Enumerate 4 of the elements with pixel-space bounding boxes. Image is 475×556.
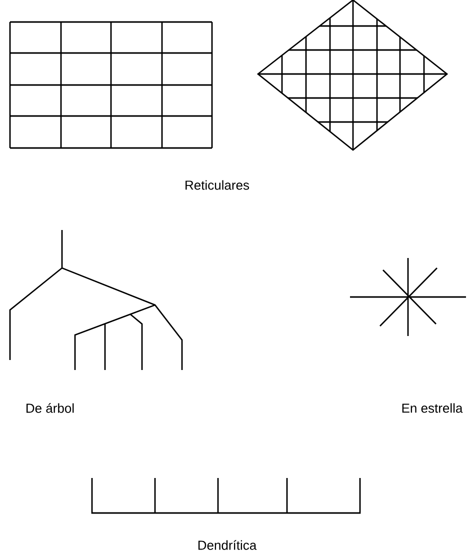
caption-text: De árbol [26,403,74,413]
caption-text: Reticulares [186,180,250,190]
caption-text: En estrella [402,403,463,413]
caption-text: Dendrítica [198,540,257,550]
